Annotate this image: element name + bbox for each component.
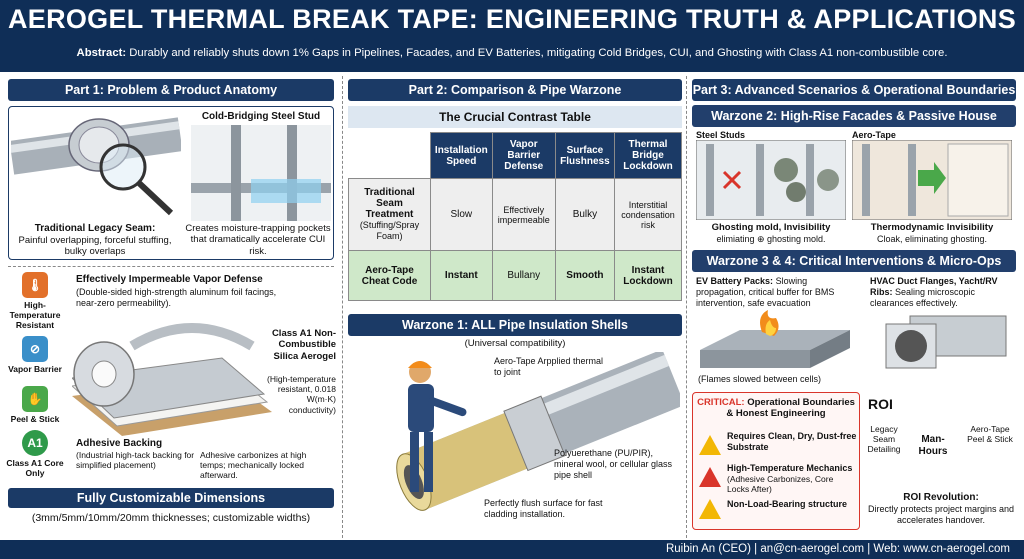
adhesive-text: (Industrial high-tack backing for simpli…	[76, 450, 195, 471]
boundary-2-sub: (Adhesive Carbonizes, Core Locks After)	[727, 474, 834, 495]
page-title: AEROGEL THERMAL BREAK TAPE: ENGINEERING …	[7, 4, 1017, 34]
table-cell: Slow	[430, 178, 493, 251]
icon-label-peel: Peel & Stick	[10, 414, 60, 424]
column-divider	[342, 76, 343, 538]
roi-rev-text: Directly protects project margins and ac…	[867, 504, 1015, 525]
part3-banner: Part 3: Advanced Scenarios & Operational…	[692, 79, 1016, 101]
ghost-right-text: Cloak, eliminating ghosting.	[876, 234, 988, 244]
flush-text: Perfectly flush surface for fast claddin…	[484, 498, 603, 519]
mold-wall-illustration	[696, 140, 846, 220]
pipe-worker-illustration	[396, 352, 680, 511]
col-vapor: Vapor Barrier Defense	[491, 132, 556, 179]
table-cell: Smooth	[554, 250, 615, 301]
critical-heading: CRITICAL: Operational Boundaries & Hones…	[697, 397, 855, 420]
shell-text: Polyuerethane (PU/PIR), mineral wool, or…	[554, 448, 673, 480]
legacy-seam-panel: Cold-Bridging Steel Stud Traditional Leg…	[8, 106, 334, 260]
warning-icon	[699, 435, 721, 455]
thermometer-icon: 🌡	[22, 272, 48, 298]
boundary-1: Requires Clean, Dry, Dust-free Substrate	[727, 431, 857, 452]
dims-banner: Fully Customizable Dimensions	[8, 488, 334, 508]
abstract-label: Abstract:	[76, 47, 127, 59]
duct-flange-illustration	[885, 315, 1007, 369]
stud-label: Cold-Bridging Steel Stud	[201, 111, 321, 122]
table-row: Aero-Tape Cheat Code Instant Bullany Smo…	[348, 250, 683, 301]
a1-badge-icon: A1	[22, 430, 48, 456]
warning-icon	[699, 499, 721, 519]
critical-panel: CRITICAL: Operational Boundaries & Hones…	[692, 392, 860, 530]
ghost-left-title: Ghosting mold, Invisibility	[711, 222, 831, 233]
core-title: Class A1 Non-Combustible Silica Aerogel	[271, 328, 336, 362]
boundary-3: Non-Load-Bearing structure	[727, 499, 848, 509]
vapor-text: (Double-sided high-strength aluminum foi…	[76, 287, 277, 308]
roi-right: Aero-Tape Peel & Stick	[967, 424, 1013, 445]
steel-label: Steel Studs	[696, 130, 746, 140]
ghost-left-text: elimiating ⊕ ghosting mold.	[716, 234, 826, 244]
part2-banner: Part 2: Comparison & Pipe Warzone	[348, 79, 682, 101]
applied-text: Aero-Tape Arpplied thermal to joint	[494, 356, 604, 377]
peel-stick-icon: ✋	[22, 386, 48, 412]
table-cell: Instant	[430, 250, 493, 301]
section-divider	[8, 266, 334, 267]
adhesive-title: Adhesive Backing	[76, 438, 163, 449]
table-title: The Crucial Contrast Table	[348, 106, 682, 128]
table-cell: Bulky	[554, 178, 615, 251]
col-install-speed: Installation Speed	[430, 132, 493, 179]
legacy-title: Traditional Legacy Seam:	[34, 223, 156, 234]
carbonize-text: Adhesive carbonizes at high temps; mecha…	[200, 450, 307, 481]
header: AEROGEL THERMAL BREAK TAPE: ENGINEERING …	[0, 0, 1024, 72]
table-cell: Bullany	[491, 250, 556, 301]
legacy-text: Painful overlapping, forceful stuffing, …	[18, 235, 172, 258]
aero-label: Aero-Tape	[852, 130, 896, 140]
table-row: Traditional Seam Treatment(Stuffing/Spra…	[348, 178, 683, 251]
battery-pack-illustration	[700, 310, 850, 368]
dims-text: (3mm/5mm/10mm/20mm thicknesses; customiz…	[31, 512, 311, 524]
table-cell: Instant Lockdown	[613, 250, 683, 301]
contrast-table: Installation Speed Vapor Barrier Defense…	[348, 132, 683, 301]
roi-rev-title: ROI Revolution:	[903, 492, 979, 503]
boundary-2: High-Temperature Mechanics	[727, 463, 853, 473]
footer: Ruibin An (CEO) | an@cn-aerogel.com | We…	[0, 540, 1024, 559]
legacy-pipe-illustration	[11, 117, 181, 216]
part1-banner: Part 1: Problem & Product Anatomy	[8, 79, 334, 101]
vapor-barrier-icon: ⊘	[22, 336, 48, 362]
roi-left: Legacy Seam Detailing	[867, 424, 901, 455]
table-cell: Interstitial condensation risk	[613, 178, 683, 251]
icon-label-high-temp: High-Temperature Resistant	[9, 300, 61, 331]
icon-label-vapor: Vapor Barrier	[8, 364, 62, 374]
hvac-block: HVAC Duct Flanges, Yacht/RV Ribs: Sealin…	[870, 276, 998, 308]
row-head-traditional: Traditional Seam Treatment(Stuffing/Spra…	[348, 178, 431, 251]
wz1-banner: Warzone 1: ALL Pipe Insulation Shells	[348, 314, 682, 336]
row-head-aerotape: Aero-Tape Cheat Code	[348, 250, 431, 301]
roi-title: ROI	[868, 396, 893, 412]
core-text: (High-temperature resistant, 0.018 W(m·K…	[267, 374, 336, 415]
icon-label-a1: Class A1 Core Only	[6, 458, 64, 479]
ev-block: EV Battery Packs: Slowing propagation, c…	[696, 276, 835, 308]
abstract: Abstract: Durably and reliably shuts dow…	[0, 47, 1024, 59]
column-divider	[686, 76, 687, 538]
col-flushness: Surface Flushness	[554, 132, 615, 179]
wz2-banner: Warzone 2: High-Rise Facades & Passive H…	[692, 105, 1016, 127]
steel-stud-illustration	[191, 125, 331, 221]
vapor-title: Effectively Impermeable Vapor Defense	[76, 274, 263, 285]
roi-center: Man-Hours	[918, 434, 948, 457]
wz1-sub: (Universal compatibility)	[464, 338, 566, 349]
abstract-text: Durably and reliably shuts down 1% Gaps …	[129, 47, 948, 59]
clean-wall-illustration	[852, 140, 1012, 220]
flames-text: (Flames slowed between cells)	[698, 374, 822, 384]
tape-roll-illustration	[72, 323, 272, 436]
col-lockdown: Thermal Bridge Lockdown	[613, 132, 683, 179]
ghost-right-title: Thermodynamic Invisibility	[870, 222, 994, 233]
cui-text: Creates moisture-trapping pockets that d…	[185, 223, 331, 257]
wz34-banner: Warzone 3 & 4: Critical Interventions & …	[692, 250, 1016, 272]
table-cell: Effectively impermeable	[491, 178, 556, 251]
fire-warning-icon	[699, 467, 721, 487]
